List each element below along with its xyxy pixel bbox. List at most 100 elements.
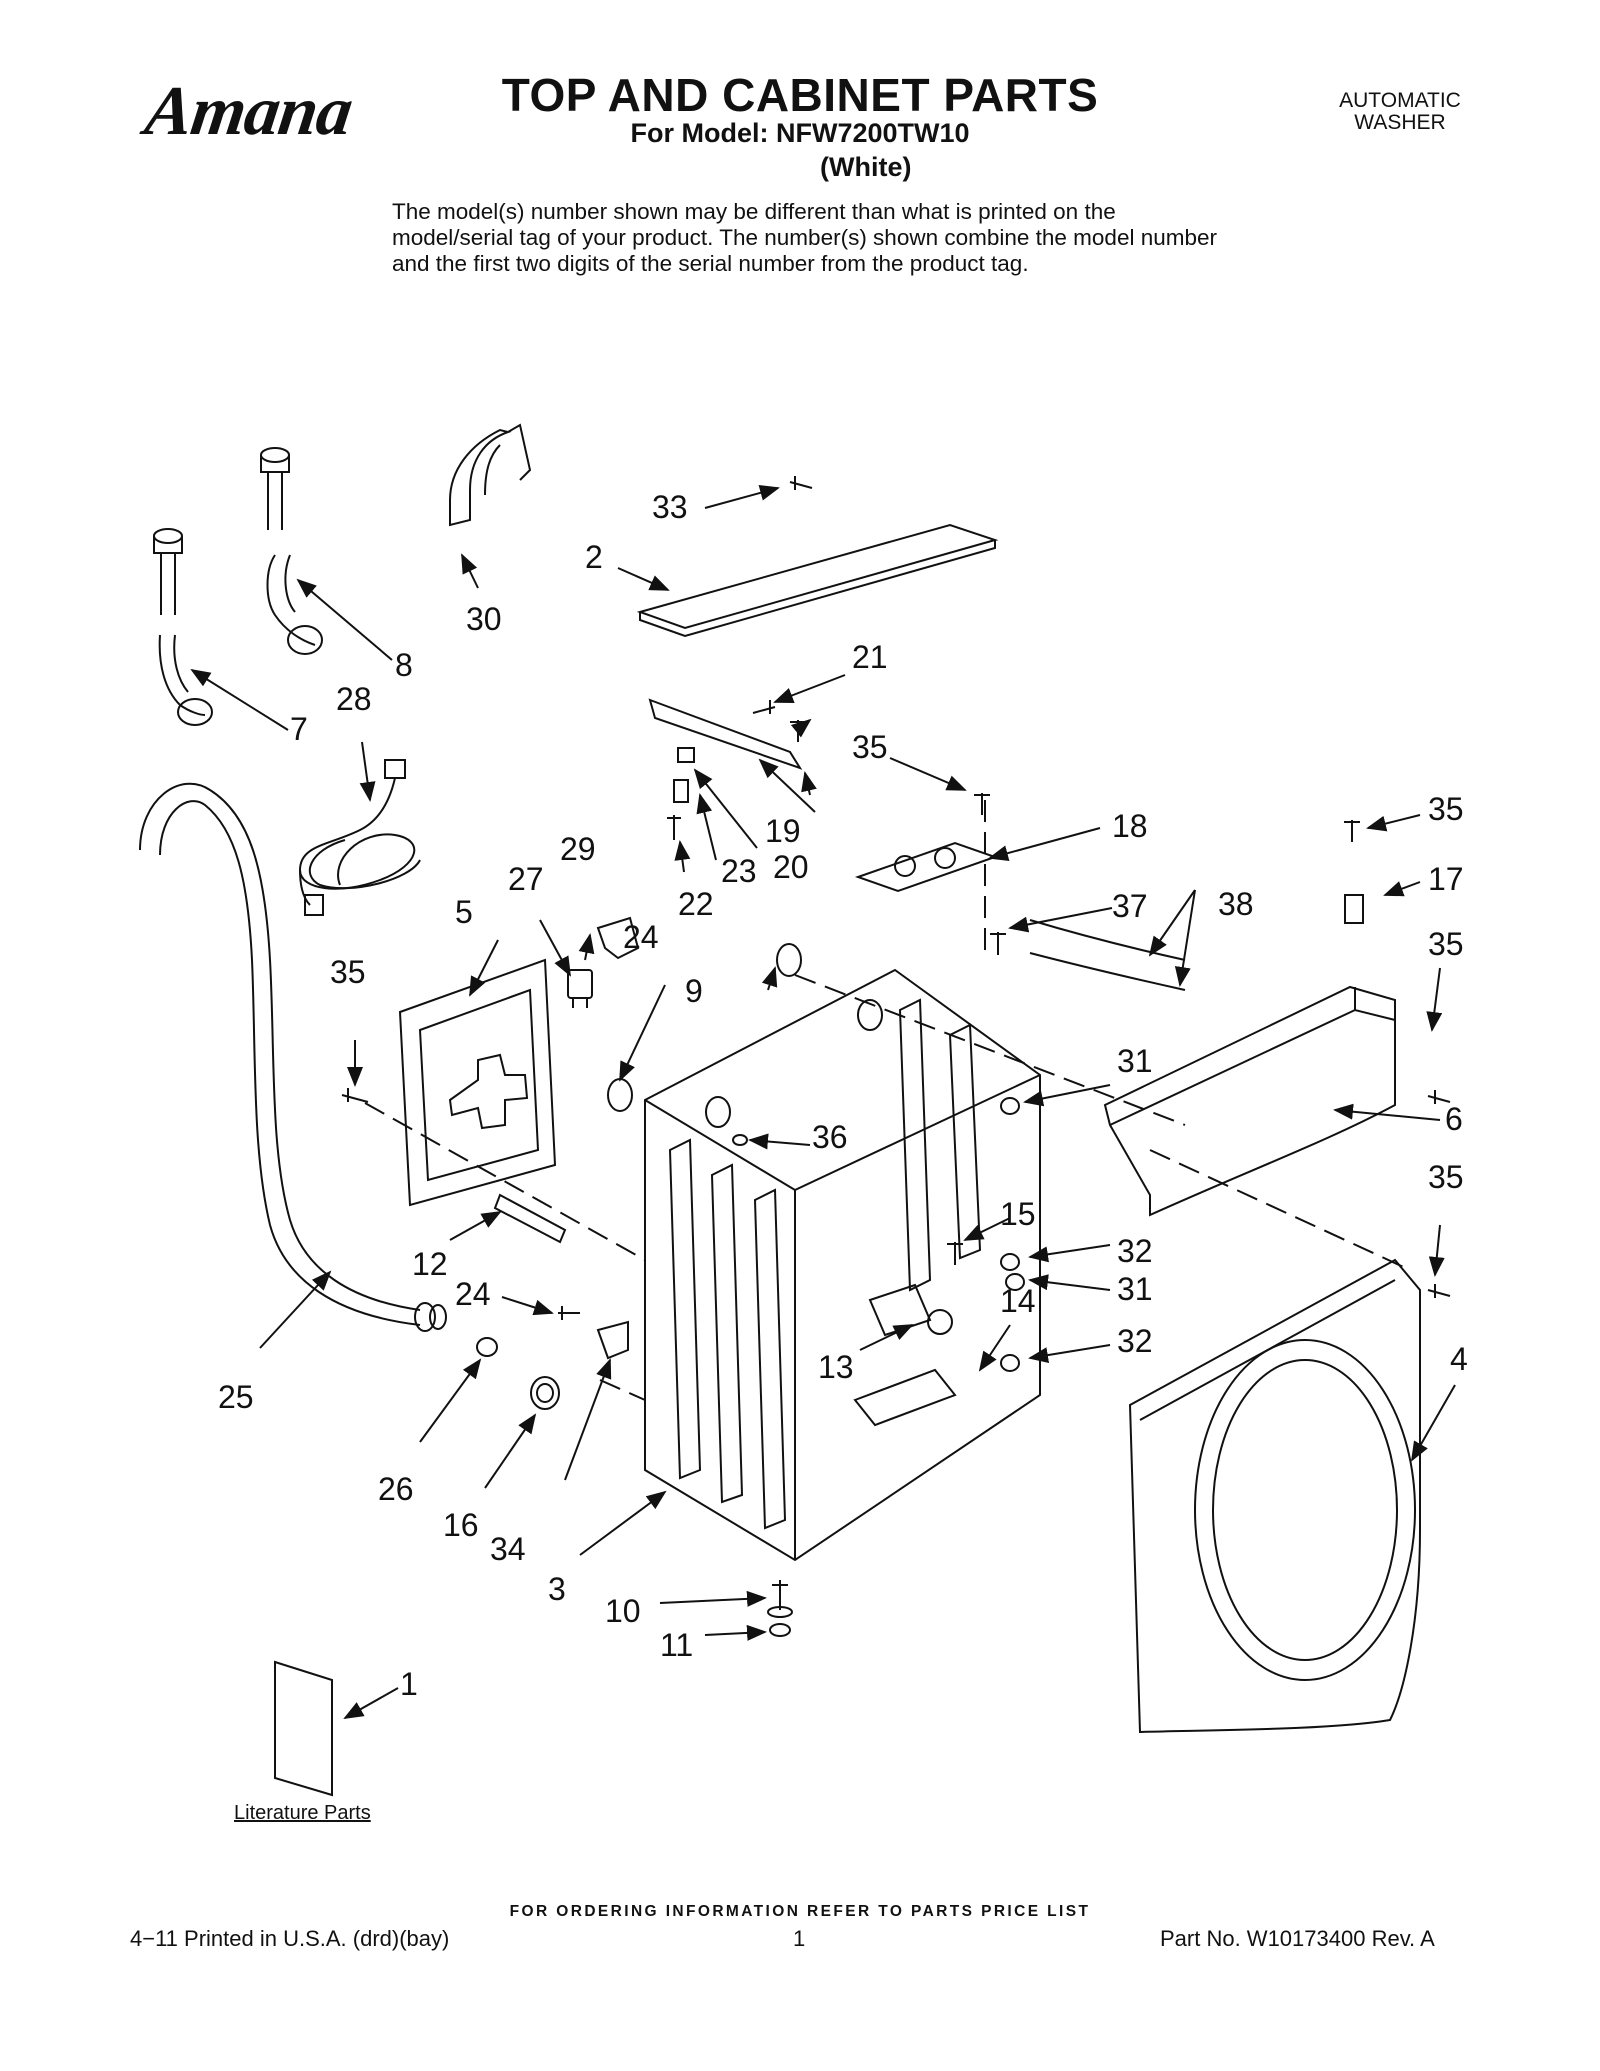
model-number: For Model: NFW7200TW10: [630, 118, 970, 148]
callout-31-top: 31: [1117, 1043, 1153, 1079]
part-38-strap-b: [1029, 952, 1186, 991]
callout-7: 7: [290, 711, 308, 747]
callout-36: 36: [812, 1119, 848, 1155]
part-3-cabinet: [644, 968, 1041, 1562]
model-number-note: The model(s) number shown may be differe…: [392, 199, 1217, 276]
callout-28: 28: [336, 681, 372, 717]
callout-35-right-mid: 35: [1428, 926, 1464, 962]
callout-24-lower: 24: [455, 1276, 491, 1312]
callout-35-top: 35: [852, 729, 888, 765]
part-8-inlet-hose: [260, 447, 323, 655]
part-35-screw-mid: [974, 793, 990, 815]
part-31-clip-a: [1000, 1097, 1020, 1115]
callout-12: 12: [412, 1246, 448, 1282]
callout-24-upper: 24: [623, 919, 659, 955]
part-9-grommet-b: [776, 943, 802, 977]
part-32-clip-a: [1000, 1253, 1020, 1271]
callout-5: 5: [455, 894, 473, 930]
callout-23: 23: [721, 853, 757, 889]
product-type: AUTOMATIC WASHER: [1320, 90, 1480, 134]
callout-35-left: 35: [330, 954, 366, 990]
part-21-screw: [752, 700, 776, 714]
callout-14: 14: [1000, 1283, 1036, 1319]
part-23-clip: [677, 747, 695, 763]
part-24-screw-lower: [558, 1306, 580, 1320]
callout-17: 17: [1428, 861, 1464, 897]
assembly-line-panel: [364, 1102, 646, 1261]
part-17-switch: [1344, 894, 1364, 924]
callout-25: 25: [218, 1379, 254, 1415]
part-35-screw-top: [790, 720, 806, 742]
part-7-inlet-hose: [153, 528, 213, 726]
part-9-grommet-a: [607, 1078, 633, 1112]
page-number: 1: [793, 1926, 806, 1951]
part-35-screw-left: [341, 1088, 369, 1103]
part-25-drain-hose: [139, 782, 447, 1332]
callout-8: 8: [395, 647, 413, 683]
assembly-line-lower: [599, 1379, 646, 1401]
part-34-bracket: [596, 1320, 629, 1360]
part-26-hose-clamp: [476, 1337, 498, 1357]
part-13-water-valve: [868, 1283, 953, 1337]
callout-29: 29: [560, 831, 596, 867]
callout-32-low: 32: [1117, 1323, 1153, 1359]
assembly-line-front: [1149, 1149, 1411, 1271]
callout-11: 11: [660, 1627, 693, 1663]
part-16-drain-clamp: [530, 1376, 560, 1410]
callout-2: 2: [585, 539, 603, 575]
callout-3: 3: [548, 1571, 566, 1607]
part-28-power-cord: [298, 759, 421, 916]
callout-32-top: 32: [1117, 1233, 1153, 1269]
callout-10: 10: [605, 1593, 641, 1629]
part-5-rear-access-panel: [398, 958, 557, 1207]
part-27-pressure-switch: [567, 969, 593, 1008]
callout-13: 13: [818, 1349, 854, 1385]
part-10-11-leveling-leg: [767, 1580, 793, 1637]
assembly-line-top: [794, 974, 1186, 1126]
ordering-info: FOR ORDERING INFORMATION REFER TO PARTS …: [509, 1903, 1091, 1920]
part-18-top-bracket: [854, 841, 999, 893]
part-37-screw: [990, 932, 1006, 955]
callout-16: 16: [443, 1507, 479, 1543]
callout-9: 9: [685, 973, 703, 1009]
callout-26: 26: [378, 1471, 414, 1507]
part-6-console-panel: [1103, 985, 1396, 1217]
callout-22: 22: [678, 886, 714, 922]
part-24-screw-upper: [667, 815, 681, 840]
callout-35-right: 35: [1428, 791, 1464, 827]
part-30-hose-bracket: [449, 423, 532, 527]
callout-34: 34: [490, 1531, 526, 1567]
callout-6: 6: [1445, 1101, 1463, 1137]
part-33-screw: [789, 476, 813, 490]
model-variant: (White): [820, 152, 912, 182]
page-title: TOP AND CABINET PARTS: [501, 69, 1099, 121]
product-type-line2: WASHER: [1354, 111, 1446, 134]
callout-33: 33: [652, 489, 688, 525]
callout-31-mid: 31: [1117, 1271, 1153, 1307]
part-29-bracket: [596, 916, 640, 960]
callout-19: 19: [765, 813, 801, 849]
part-19-brace: [648, 698, 803, 770]
part-31-clip-b: [1005, 1273, 1025, 1291]
callout-18: 18: [1112, 808, 1148, 844]
part-12-harness: [493, 1193, 567, 1244]
part-32-clip-b: [1000, 1354, 1020, 1372]
callout-1: 1: [400, 1666, 418, 1702]
callout-38: 38: [1218, 886, 1254, 922]
callout-15: 15: [1000, 1196, 1036, 1232]
callout-37: 37: [1112, 888, 1148, 924]
callout-21: 21: [852, 639, 888, 675]
part-22-bracket: [673, 779, 689, 803]
part-38-strap-a: [1029, 919, 1186, 961]
callout-4: 4: [1450, 1341, 1468, 1377]
part-1-literature: [274, 1660, 333, 1797]
part-number: Part No. W10173400 Rev. A: [1160, 1926, 1435, 1951]
callout-20: 20: [773, 849, 809, 885]
part-36-plug: [732, 1134, 748, 1146]
part-14-bracket: [853, 1368, 957, 1427]
part-35-screw-right-low: [1427, 1284, 1451, 1298]
product-type-line1: AUTOMATIC: [1339, 89, 1461, 112]
part-4-front-panel: [1128, 1258, 1421, 1734]
callout-27: 27: [508, 861, 544, 897]
